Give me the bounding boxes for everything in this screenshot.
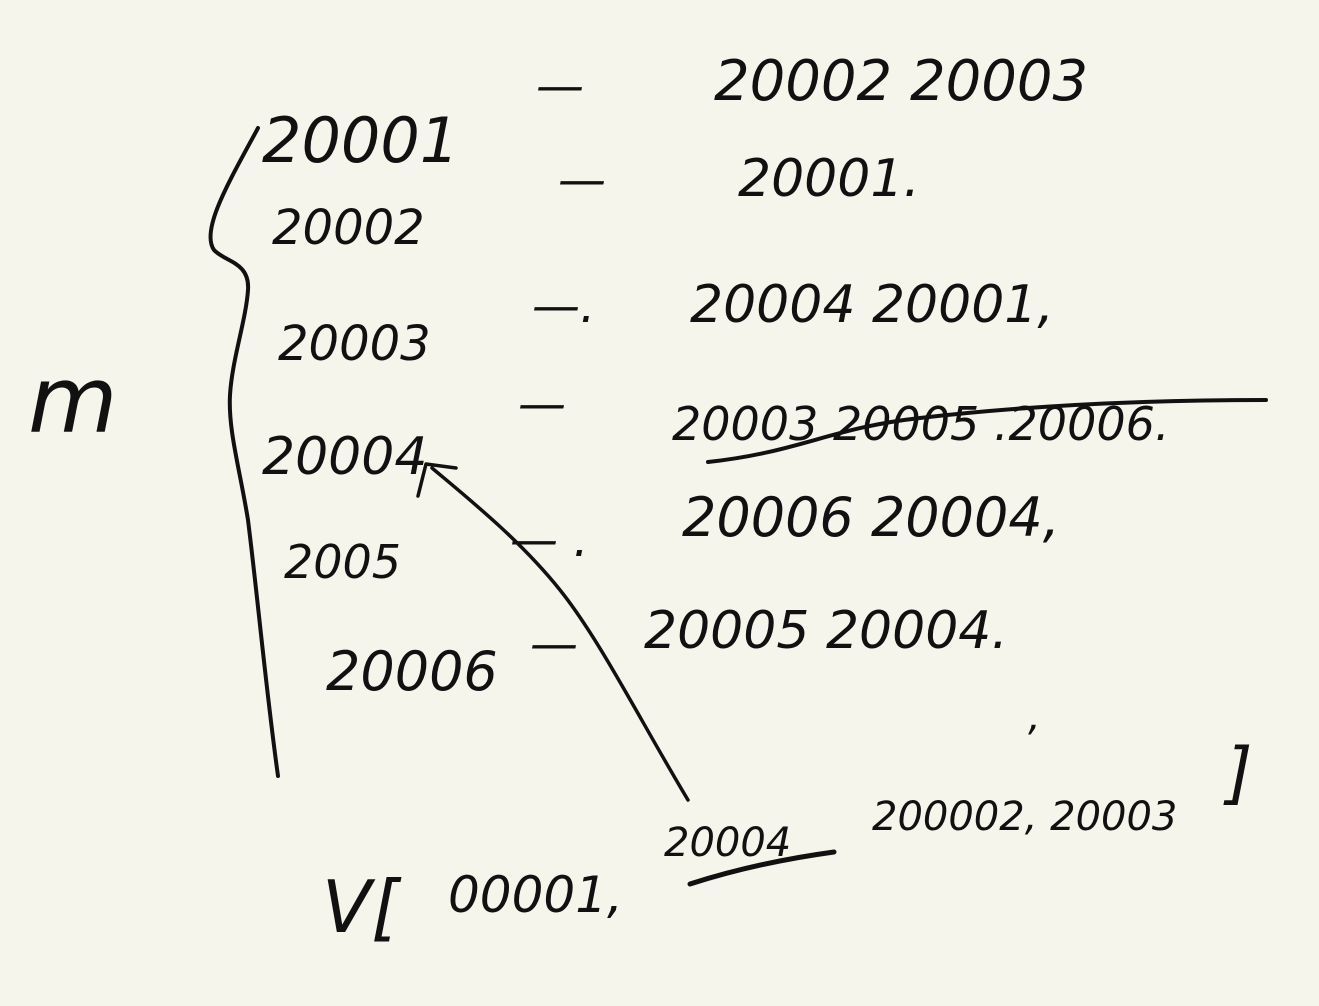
row-dash: — <box>530 616 578 672</box>
curly-brace <box>208 126 280 778</box>
vector-close: ] <box>1223 734 1253 813</box>
pointer-arrow-line <box>430 466 690 802</box>
row-dash: —. <box>532 278 595 334</box>
stray-comma: , <box>1028 694 1041 740</box>
row-neighbors: 20004 20001, <box>690 275 1054 335</box>
row-key: 20002 <box>272 200 425 256</box>
row-key: 20006 <box>326 640 498 703</box>
row-dash: — <box>558 152 606 208</box>
row-dash: — <box>518 376 566 432</box>
neighbors-underline <box>706 398 1268 464</box>
row-key: 2005 <box>284 535 401 589</box>
row-dash: — <box>536 58 584 114</box>
row-neighbors: 20001. <box>738 149 920 209</box>
row-dash: — . <box>510 512 589 568</box>
row-key: 20003 <box>278 316 431 372</box>
vector-items: 00001, <box>448 866 623 924</box>
map-label: m <box>28 347 118 454</box>
vector-prefix: V[ <box>322 865 402 949</box>
row-neighbors: 20005 20004. <box>644 601 1008 661</box>
row-neighbors: 20006 20004, <box>682 486 1060 549</box>
pointer-arrow-head <box>416 462 458 498</box>
row-neighbors: 20002 20003 <box>714 49 1088 114</box>
vector-highlight-underline <box>687 849 837 887</box>
row-key: 20004 <box>262 427 427 487</box>
vector-rest: 200002, 20003 <box>872 794 1177 840</box>
row-key: 20001 <box>262 104 459 177</box>
vector-highlight: 20004 <box>664 820 791 866</box>
